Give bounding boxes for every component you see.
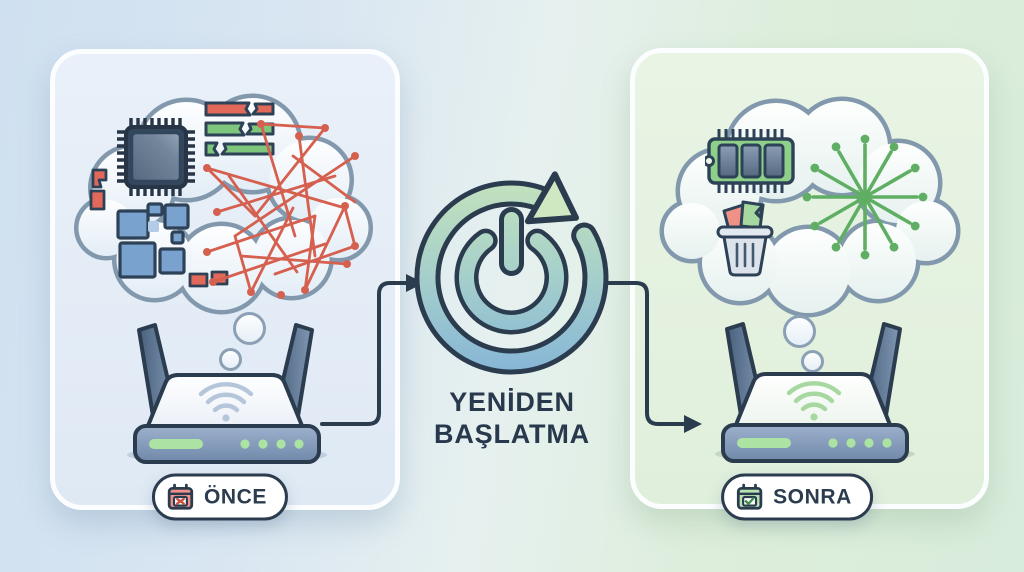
led-lights <box>240 439 304 449</box>
wifi-icon <box>198 382 254 413</box>
broken-chip-icon <box>89 168 108 211</box>
thought-bubble <box>219 348 242 371</box>
wifi-router-icon <box>127 323 327 464</box>
clean-star-network-icon <box>802 134 928 260</box>
thought-bubble <box>801 350 824 373</box>
title-line-1: YENİDEN <box>449 387 575 417</box>
before-label: ÖNCE <box>203 485 268 508</box>
thought-bubble <box>783 315 816 348</box>
scattered-memory-blocks-icon <box>116 202 190 279</box>
calendar-check-icon <box>736 483 763 510</box>
restart-power-icon <box>414 171 609 375</box>
calendar-x-icon <box>167 483 194 510</box>
before-badge: ÖNCE <box>151 473 289 521</box>
thought-bubble <box>233 312 266 345</box>
after-thought-cloud <box>659 96 961 318</box>
trash-can-icon <box>716 200 774 277</box>
after-badge: SONRA <box>721 473 873 521</box>
cpu-chip-icon <box>117 118 195 196</box>
broken-chip-icon <box>188 270 229 288</box>
led-lights <box>828 438 892 448</box>
after-panel <box>630 48 989 509</box>
after-label: SONRA <box>773 485 852 508</box>
wifi-router-icon <box>715 322 915 463</box>
status-bar <box>149 439 203 449</box>
before-panel <box>50 49 400 510</box>
page-title: YENİDEN BAŞLATMA <box>352 386 672 450</box>
wifi-icon <box>786 381 842 412</box>
title-line-2: BAŞLATMA <box>434 419 590 449</box>
ram-module-icon <box>705 129 795 193</box>
tangled-network-icon <box>203 120 359 299</box>
status-bar <box>737 438 791 448</box>
fragmented-memory-bars-icon <box>204 101 275 157</box>
